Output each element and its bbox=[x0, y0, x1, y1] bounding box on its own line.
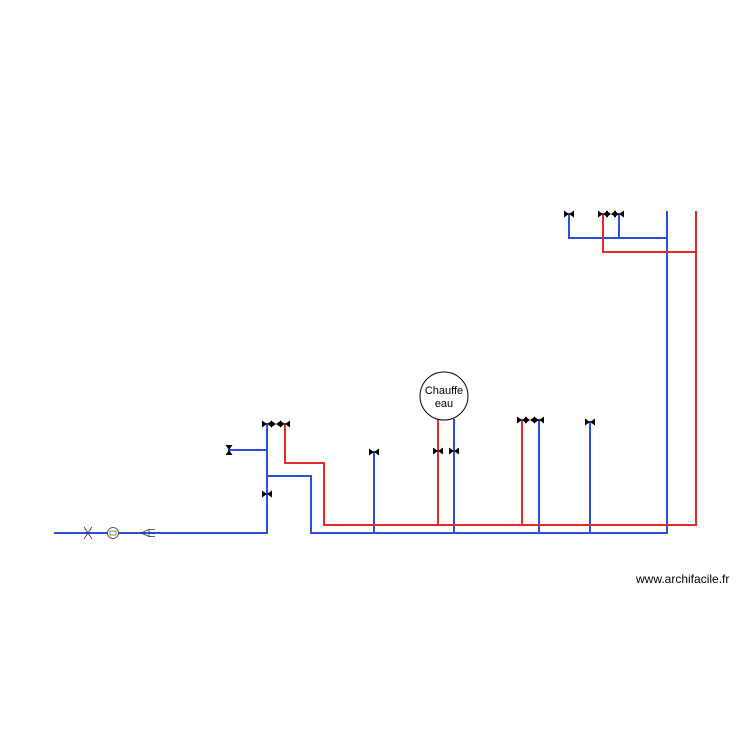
watermark: www.archifacile.fr bbox=[636, 572, 730, 586]
branch-to-main bbox=[266, 475, 312, 534]
water-heater-label-line2: eau bbox=[435, 398, 453, 410]
water-heater-label-line1: Chauffe bbox=[425, 385, 463, 397]
water-meter-icon bbox=[107, 527, 119, 539]
stop-valve-icon bbox=[83, 526, 93, 540]
cold-top-branch bbox=[568, 213, 668, 239]
hot-top-branch bbox=[602, 213, 697, 253]
hot-water-pipes bbox=[284, 211, 697, 526]
supply-fittings bbox=[83, 526, 155, 540]
cold-water-pipes bbox=[54, 211, 668, 534]
water-heater: Chauffe eau bbox=[419, 371, 469, 421]
valve-icon bbox=[271, 420, 281, 428]
water-heater-tank bbox=[419, 371, 469, 421]
hot-left-branch bbox=[284, 423, 325, 526]
check-valve-icon bbox=[140, 528, 155, 538]
